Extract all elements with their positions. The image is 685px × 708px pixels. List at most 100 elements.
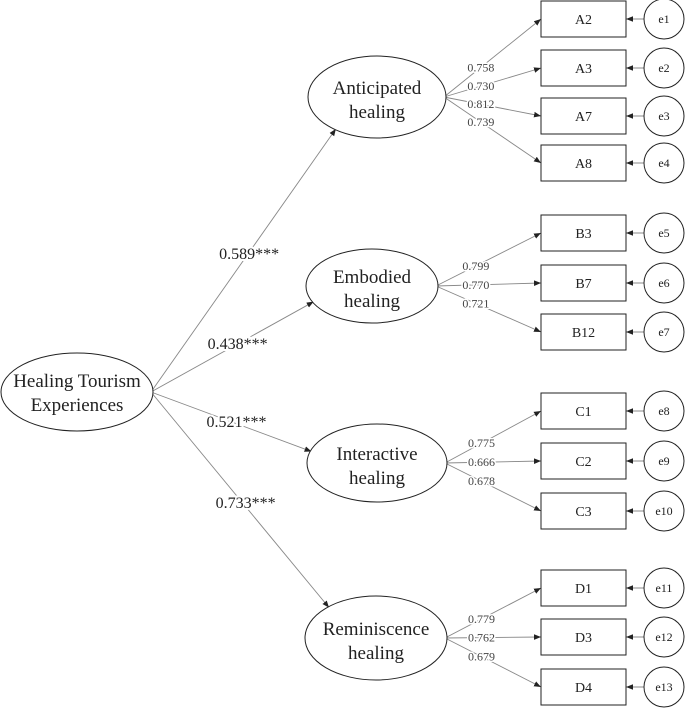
- factor-2-item-1-error-circle: [643, 212, 685, 254]
- factor-3-item-2-error-label: e9: [658, 454, 669, 468]
- factor-3-path-arrow: [150, 391, 312, 452]
- factor-2-item-2-label: B7: [575, 277, 591, 292]
- factor-2-item-3-box: [540, 313, 627, 351]
- root-construct-label-line2: Experiences: [31, 395, 124, 416]
- factor-3-label-line2: healing: [349, 468, 405, 489]
- factor-2-path-coefficient: 0.438***: [208, 336, 268, 353]
- root-construct-ellipse: [0, 352, 154, 432]
- factor-3-item-1-box: [540, 392, 627, 430]
- factor-4-item-1-box: [540, 569, 627, 607]
- factor-2-item-3-loading-arrow: [435, 285, 542, 333]
- factor-1-item-3-error-label: e3: [658, 109, 669, 123]
- factor-4-item-1-error-label: e11: [656, 581, 673, 595]
- factor-2-item-2-loading-arrow: [435, 280, 542, 287]
- factor-3-item-2-label: C2: [575, 455, 591, 470]
- factor-1-item-4-label: A8: [575, 157, 592, 172]
- factor-3-label-line1: Interactive: [336, 444, 417, 465]
- factor-3-item-2-loading-arrow: [444, 458, 542, 464]
- factor-3-item-1-label: C1: [575, 405, 591, 420]
- factor-2-label-line2: healing: [344, 291, 400, 312]
- factor-2-item-1-label: B3: [575, 227, 591, 242]
- factor-1-item-3-loading-value: 0.812: [467, 97, 494, 111]
- factor-1-label-line2: healing: [349, 102, 405, 123]
- factor-2-item-3-error-circle: [643, 311, 685, 353]
- factor-2-item-2-loading-value: 0.770: [462, 278, 489, 292]
- factor-3-path-coefficient: 0.521***: [206, 414, 266, 431]
- factor-2-path-arrow: [150, 301, 314, 393]
- factor-4-label-line1: Reminiscence: [323, 619, 430, 640]
- factor-2-item-2-box: [540, 264, 627, 302]
- factor-1-path-arrow: [150, 128, 337, 393]
- factor-2-item-1-loading-value: 0.799: [462, 259, 489, 273]
- factor-4-label-line2: healing: [348, 643, 404, 664]
- factor-2-item-2-error-label: e6: [658, 276, 669, 290]
- factor-3-item-2-box: [540, 442, 627, 480]
- factor-1-item-2-box: [540, 49, 627, 87]
- factor-4-item-3-loading-value: 0.679: [468, 650, 495, 664]
- factor-3-item-1-loading-arrow: [444, 410, 542, 464]
- factor-3-item-1-error-circle: [643, 390, 685, 432]
- factor-2-ellipse: [305, 248, 439, 324]
- factor-3-item-3-error-label: e10: [655, 504, 672, 518]
- factor-1-item-1-loading-value: 0.758: [467, 60, 494, 74]
- factor-4-item-2-label: D3: [575, 631, 592, 646]
- factor-4-item-3-box: [540, 668, 627, 706]
- factor-4-item-1-label: D1: [575, 582, 592, 597]
- factor-1-item-3-error-circle: [643, 95, 685, 137]
- factor-3-ellipse: [306, 423, 448, 503]
- factor-2-item-1-loading-arrow: [435, 232, 542, 287]
- factor-3-item-3-error-circle: [643, 490, 685, 532]
- factor-4-item-1-loading-arrow: [444, 587, 542, 639]
- factor-4-path-coefficient: 0.733***: [216, 495, 276, 512]
- factor-1-label-line1: Anticipated: [333, 78, 422, 99]
- factor-4-item-2-box: [540, 618, 627, 656]
- factor-1-item-3-label: A7: [575, 110, 592, 125]
- factor-1-item-3-box: [540, 97, 627, 135]
- factor-1-item-2-loading-value: 0.730: [467, 79, 494, 93]
- factor-1-item-2-label: A3: [575, 62, 592, 77]
- factor-1-item-2-error-label: e2: [658, 61, 669, 75]
- factor-1-item-4-loading-arrow: [443, 96, 542, 164]
- factor-1-item-1-box: [540, 0, 627, 38]
- factor-2-item-2-error-circle: [643, 262, 685, 304]
- factor-4-item-2-loading-value: 0.762: [468, 631, 495, 645]
- factor-1-item-4-box: [540, 144, 627, 182]
- factor-3-item-2-error-circle: [643, 440, 685, 482]
- factor-4-item-2-error-label: e12: [655, 630, 672, 644]
- factor-1-item-1-label: A2: [575, 13, 592, 28]
- factor-1-item-1-error-circle: [643, 0, 685, 40]
- factor-4-item-1-error-circle: [643, 567, 685, 609]
- root-construct-label-line1: Healing Tourism: [13, 371, 141, 392]
- factor-3-item-2-loading-value: 0.666: [468, 455, 495, 469]
- factor-1-item-4-error-circle: [643, 142, 685, 184]
- factor-1-item-4-error-label: e4: [658, 156, 669, 170]
- factor-1-item-1-loading-arrow: [443, 18, 542, 98]
- factor-4-item-3-loading-arrow: [444, 637, 542, 688]
- factor-4-item-2-loading-arrow: [444, 634, 542, 640]
- factor-2-item-3-label: B12: [572, 326, 595, 341]
- factor-3-item-1-loading-value: 0.775: [468, 436, 495, 450]
- factor-1-item-3-loading-arrow: [443, 96, 542, 118]
- factor-3-item-3-loading-value: 0.678: [468, 474, 495, 488]
- factor-3-item-3-label: C3: [575, 505, 591, 520]
- factor-1-item-2-error-circle: [643, 47, 685, 89]
- factor-2-item-1-error-label: e5: [658, 226, 669, 240]
- factor-1-item-1-error-label: e1: [658, 12, 669, 26]
- factor-4-item-3-error-circle: [643, 666, 685, 708]
- factor-2-item-3-loading-value: 0.721: [462, 296, 489, 310]
- factor-1-item-4-loading-value: 0.739: [467, 115, 494, 129]
- factor-1-path-coefficient: 0.589***: [219, 246, 279, 263]
- factor-4-item-3-label: D4: [575, 681, 592, 696]
- factor-4-ellipse: [304, 595, 448, 681]
- factor-3-item-1-error-label: e8: [658, 404, 669, 418]
- factor-2-item-1-box: [540, 214, 627, 252]
- factor-2-item-3-error-label: e7: [658, 325, 669, 339]
- factor-2-label-line1: Embodied: [333, 267, 412, 288]
- factor-1-item-2-loading-arrow: [443, 67, 542, 98]
- factor-4-item-2-error-circle: [643, 616, 685, 658]
- factor-4-path-arrow: [150, 391, 330, 608]
- factor-3-item-3-box: [540, 492, 627, 530]
- factor-4-item-3-error-label: e13: [655, 680, 672, 694]
- factor-1-ellipse: [307, 55, 447, 139]
